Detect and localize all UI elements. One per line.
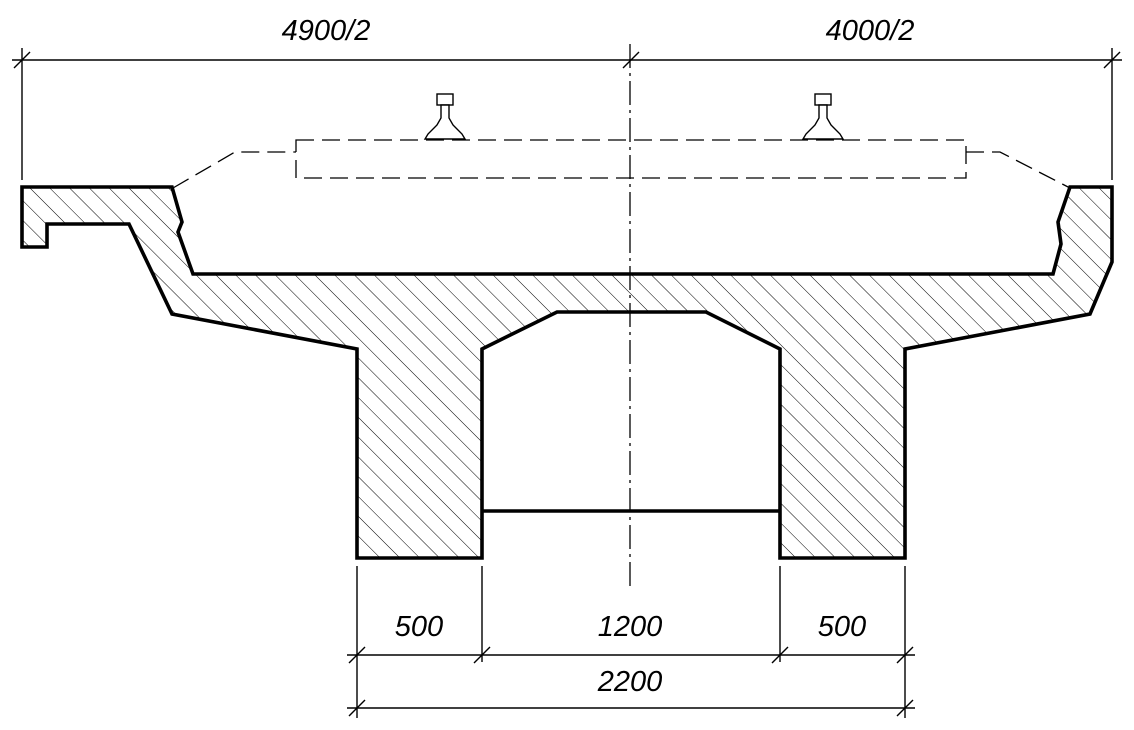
top-dimension: 4900/2 4000/2 [12,15,1122,180]
dim-right-web: 500 [818,611,866,643]
dim-top-right: 4000/2 [826,15,915,47]
dim-top-left: 4900/2 [282,15,371,47]
bottom-dimension: 500 1200 500 2200 [347,566,915,718]
concrete-section [20,185,1114,560]
dim-opening: 1200 [598,611,663,643]
rail-icon [801,93,845,140]
dim-total: 2200 [597,666,663,698]
rail-icon [423,93,467,140]
dim-left-web: 500 [395,611,443,643]
ballast-outline [172,139,1071,189]
